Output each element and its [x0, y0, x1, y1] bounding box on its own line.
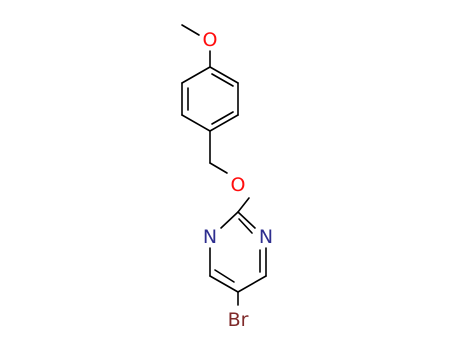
bond-benzene-3	[209, 114, 239, 132]
atom-n-right: N	[259, 226, 273, 248]
bond-ch2-o	[209, 162, 228, 174]
atom-o-ether: O	[231, 174, 246, 196]
bond-pyr-inner-3	[214, 269, 235, 283]
atom-br: Br	[228, 309, 249, 331]
bond-benzene-inner-2	[211, 111, 234, 125]
bond-benzene-1	[209, 66, 239, 84]
bond-pyr-c2-n3	[237, 211, 256, 229]
atom-n-left: N	[203, 226, 217, 248]
bond-pyr-inner-1	[238, 218, 253, 234]
bond-pyr-c4-c5	[237, 275, 267, 293]
bond-pyr-c5-c6	[209, 275, 239, 293]
bonds	[181, 24, 267, 306]
atom-labels: O O N N Br	[203, 29, 274, 331]
bond-benzene-4	[181, 114, 211, 132]
bond-methyl-o	[181, 24, 200, 36]
bond-pyr-n1-c2	[220, 211, 239, 229]
bond-benzene-inner-1	[211, 73, 234, 87]
bond-o-c2	[237, 197, 250, 213]
bond-benzene-6	[181, 66, 211, 84]
atom-o-methoxy: O	[203, 29, 218, 51]
